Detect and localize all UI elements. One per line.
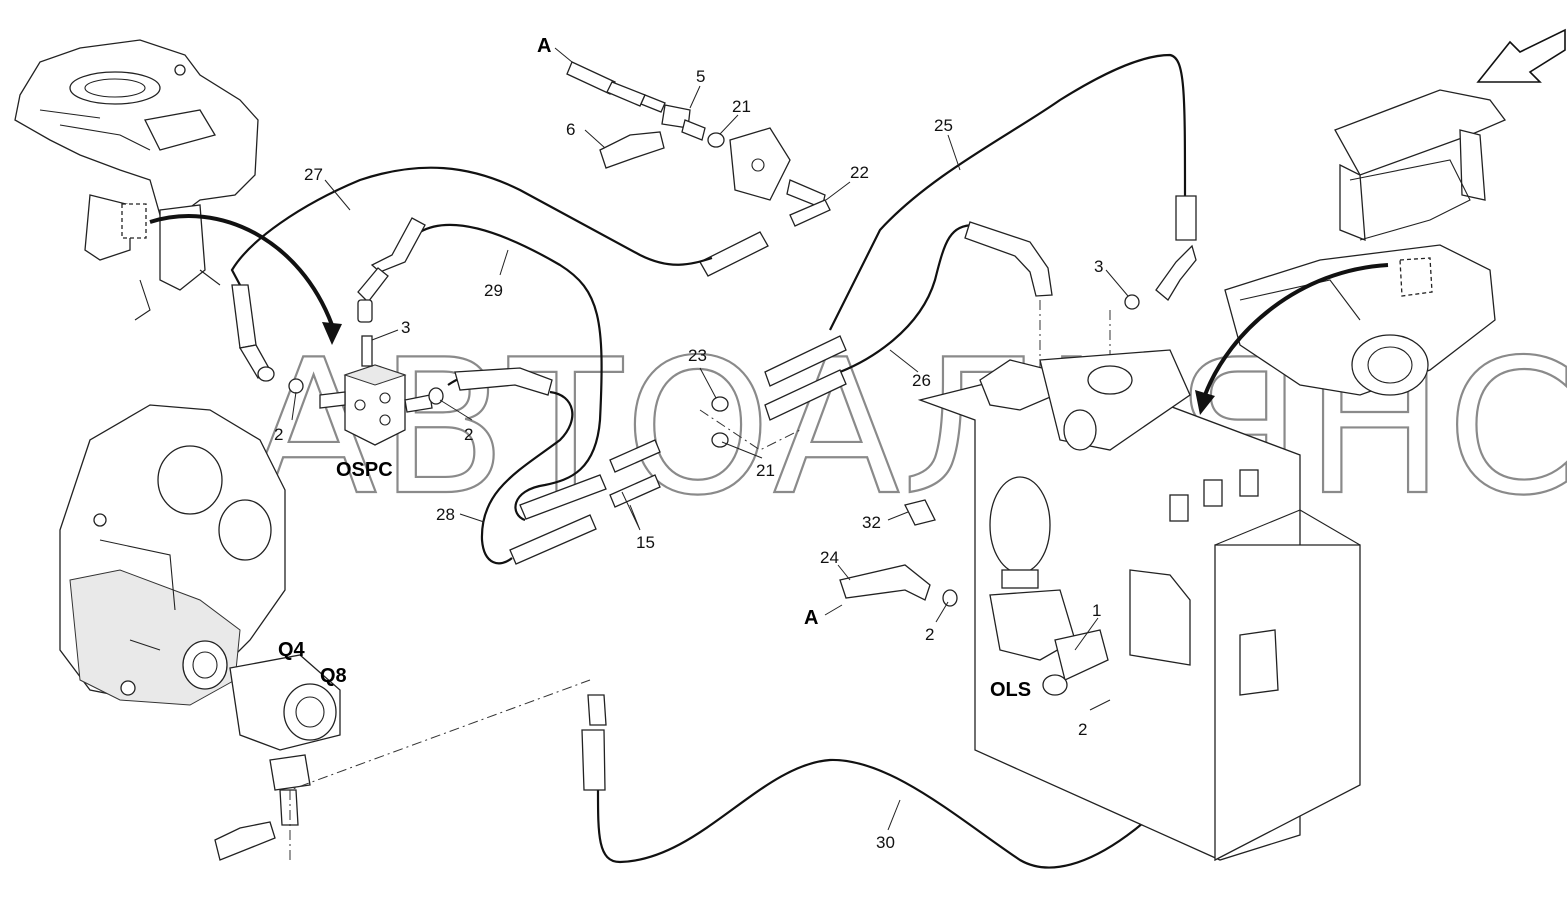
tag-ospc: OSPC xyxy=(336,459,393,481)
leader-lines xyxy=(291,85,1129,831)
label-A-bottom: A xyxy=(804,607,818,629)
callout-28: 28 xyxy=(436,505,455,524)
paver-machine-view xyxy=(1224,89,1507,396)
callout-26: 26 xyxy=(912,371,931,390)
callout-2-a: 2 xyxy=(274,425,283,444)
callout-6: 6 xyxy=(566,120,575,139)
component-tags: OSPC Q4 Q8 OLS xyxy=(278,459,1031,701)
leader-A-top xyxy=(554,47,573,63)
callout-25: 25 xyxy=(934,116,953,135)
callout-21-mid: 21 xyxy=(756,461,775,480)
fittings-top xyxy=(566,61,831,277)
callout-2-d: 2 xyxy=(1078,720,1087,739)
operator-console-view xyxy=(14,39,259,321)
callout-3-left: 3 xyxy=(401,318,410,337)
paver-arrow xyxy=(1203,263,1389,396)
callout-22: 22 xyxy=(850,163,869,182)
tag-q4: Q4 xyxy=(278,639,306,661)
hose-fittings xyxy=(231,195,1211,791)
callout-15: 15 xyxy=(636,533,655,552)
view-direction-arrow xyxy=(1476,28,1566,83)
callout-29: 29 xyxy=(484,281,503,300)
console-arrow xyxy=(149,214,334,326)
label-A-top: A xyxy=(537,35,551,57)
callouts: A 5 6 21 22 25 27 29 3 3 23 26 2 2 21 28… xyxy=(274,35,1103,852)
callout-2-b: 2 xyxy=(464,425,473,444)
callout-2-c: 2 xyxy=(925,625,934,644)
callout-32: 32 xyxy=(862,513,881,532)
hose-routing xyxy=(230,53,1216,869)
tag-ols: OLS xyxy=(990,679,1031,701)
callout-21-top: 21 xyxy=(732,97,751,116)
ospc-valve xyxy=(319,335,433,446)
callout-3-right: 3 xyxy=(1094,257,1103,276)
paver-arrow-head xyxy=(1195,390,1215,415)
callout-27: 27 xyxy=(304,165,323,184)
callout-24: 24 xyxy=(820,548,839,567)
callout-5: 5 xyxy=(696,67,705,86)
console-arrow-head xyxy=(322,322,342,345)
callout-30: 30 xyxy=(876,833,895,852)
tag-q8: Q8 xyxy=(320,665,347,687)
callout-1: 1 xyxy=(1092,601,1101,620)
hydraulic-tank xyxy=(917,349,1361,862)
callout-23: 23 xyxy=(688,346,707,365)
pump-assembly xyxy=(59,404,341,861)
